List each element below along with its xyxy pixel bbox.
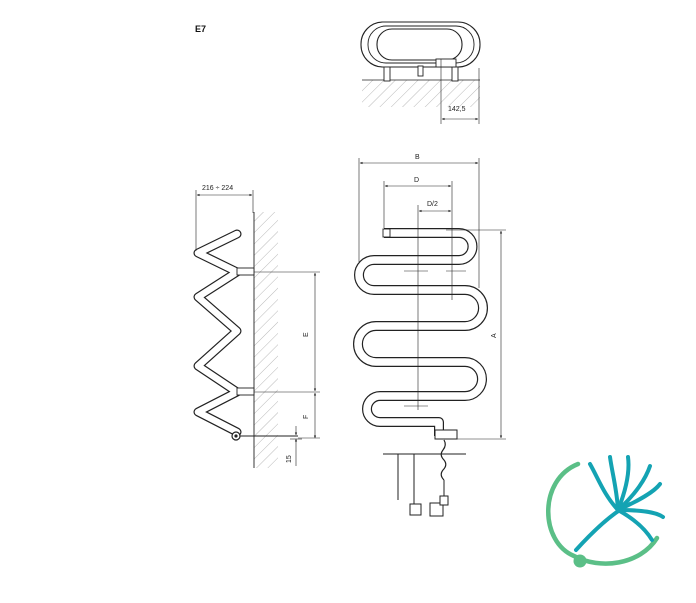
- serpentine-tube-fill: [354, 229, 487, 436]
- left-leg: [383, 66, 391, 82]
- rail-tube-fill: [194, 230, 241, 436]
- model-title: E7: [195, 24, 206, 34]
- side-view: 216 ÷ 224 E F 15: [193, 185, 320, 468]
- logo-dot: [573, 554, 587, 568]
- lower-wall-bracket: [236, 387, 255, 396]
- upper-wall-bracket: [236, 267, 255, 276]
- heating-element-body: [434, 429, 458, 440]
- valve-right: [429, 502, 444, 517]
- front-view: B D D/2 A: [353, 154, 506, 517]
- plug: [439, 495, 449, 506]
- e-dimension-label: E: [303, 332, 310, 337]
- valve-stub: [417, 65, 424, 77]
- top-view: 142,5: [360, 21, 481, 124]
- b-dimension-label: B: [415, 154, 420, 161]
- f-dimension-label: F: [303, 415, 310, 419]
- rail-middle-outline: [367, 25, 475, 64]
- heating-element-head: [435, 58, 457, 68]
- offset-dimension-label: 142,5: [448, 106, 466, 113]
- top-tube-end: [382, 228, 391, 238]
- a-dimension-label: A: [491, 333, 498, 338]
- d-dimension-label: D: [414, 177, 419, 184]
- floor-hatch: [362, 80, 480, 107]
- power-cable: [440, 439, 447, 481]
- half-d-dimension-label: D/2: [427, 201, 438, 208]
- depth-dimension-label: 216 ÷ 224: [202, 185, 233, 192]
- wall-hatch: [254, 212, 278, 468]
- logo-arc: [546, 461, 660, 566]
- valve-left: [409, 503, 422, 516]
- rail-inner-outline: [376, 28, 463, 61]
- right-leg: [451, 66, 459, 82]
- base-dimension-label: 15: [286, 455, 293, 463]
- dandelion-seed-logo: [546, 455, 665, 568]
- logo-rays: [574, 455, 665, 552]
- element-cap-center: [234, 434, 238, 438]
